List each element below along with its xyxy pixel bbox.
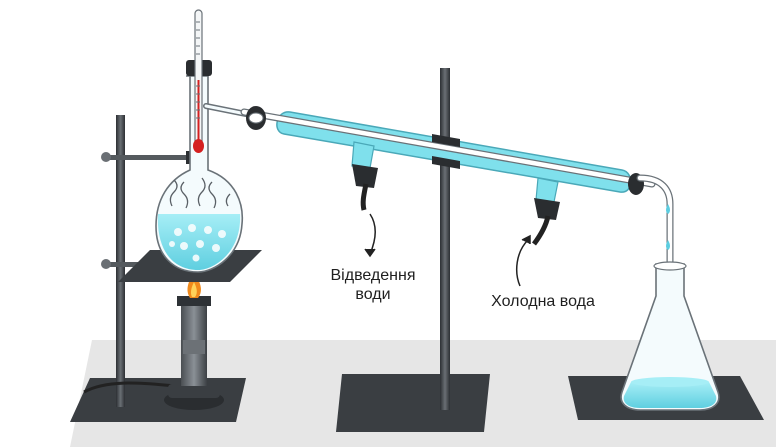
bunsen-burner: [164, 272, 224, 410]
flow-arrows: [364, 213, 531, 287]
liebig-condenser: [240, 106, 656, 246]
inlet-arrow: [515, 239, 529, 287]
cold-water-inlet-hose-connector: [534, 198, 560, 220]
water-outlet-label-line2: води: [355, 286, 391, 303]
middle-stand-base: [336, 374, 490, 432]
middle-stand-rod: [440, 68, 450, 410]
middle-ring-stand: [336, 68, 490, 432]
water-outlet-hose: [360, 183, 369, 211]
outlet-arrow: [369, 213, 376, 255]
water-outlet-label-line1: Відведення: [330, 267, 416, 284]
water-outlet-hose-connector: [352, 164, 378, 188]
cold-water-label: Холодна вода: [491, 293, 595, 310]
left-stand-rod: [116, 115, 125, 407]
distillation-flask: [155, 60, 259, 273]
receiving-flask: [620, 261, 720, 411]
gas-hose: [83, 381, 177, 394]
distillate-liquid: [623, 382, 717, 408]
thermometer: [193, 9, 204, 153]
water-outlet-label: Відведення води: [318, 266, 428, 304]
cold-water-inlet-hose: [531, 215, 551, 246]
thermometer-bulb: [193, 139, 204, 153]
